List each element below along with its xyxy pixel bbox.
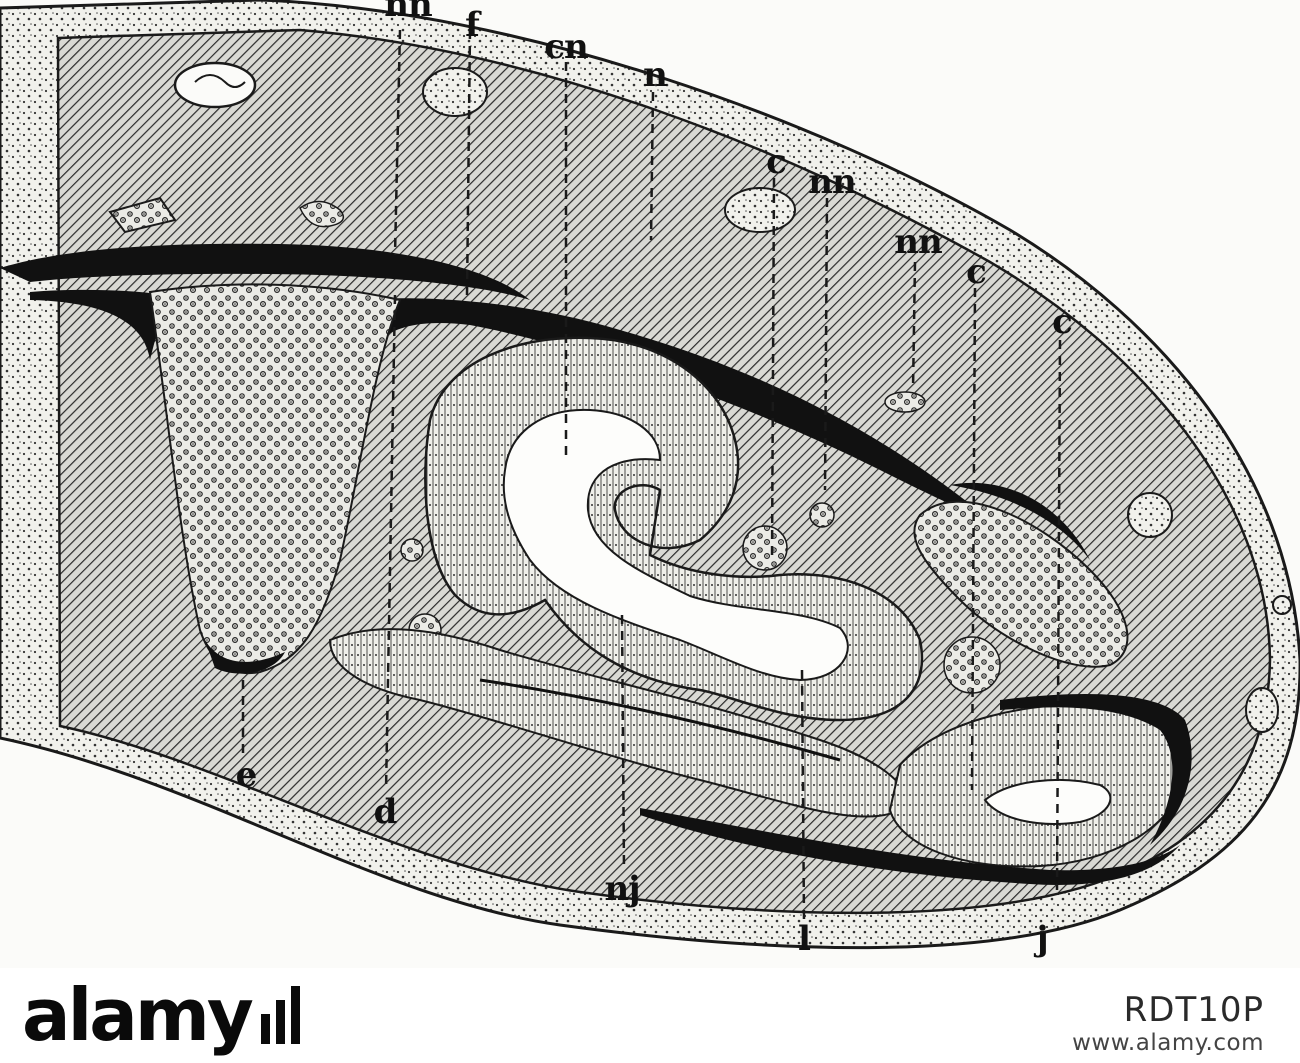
- label-l: l: [798, 919, 811, 959]
- bars-icon: [260, 986, 300, 1044]
- section-drawing: [0, 0, 1300, 950]
- mid-cuticle-band: [360, 298, 990, 520]
- specimen-illustration: nn f cn n c nn nn c c e d nj l j: [0, 0, 1300, 959]
- watermark-banner: alamy RDT10P www.alamy.com: [0, 968, 1300, 1063]
- upper-cuticle-band: [0, 243, 530, 300]
- label-nn-top: nn: [384, 0, 432, 25]
- label-cn: cn: [544, 27, 588, 67]
- leader-lines: [241, 29, 1062, 921]
- label-c-1: c: [766, 142, 787, 182]
- label-j: j: [1036, 919, 1048, 959]
- funnel-organ: [148, 283, 402, 675]
- alamy-wordmark: alamy: [22, 973, 254, 1057]
- label-e: e: [235, 755, 258, 795]
- image-id: RDT10P: [1123, 990, 1264, 1030]
- label-c-3: c: [1052, 302, 1073, 342]
- site-url: www.alamy.com: [1072, 1030, 1264, 1056]
- gut-lumen: [502, 408, 849, 682]
- alamy-logo: alamy: [22, 973, 300, 1057]
- label-nn-right: nn: [894, 222, 942, 262]
- right-lobe: [913, 500, 1129, 668]
- label-f: f: [465, 5, 480, 45]
- label-c-2: c: [966, 252, 987, 292]
- label-n: n: [643, 55, 668, 95]
- label-d: d: [373, 792, 398, 832]
- label-nn-mid: nn: [808, 162, 856, 202]
- label-nj: nj: [604, 869, 640, 909]
